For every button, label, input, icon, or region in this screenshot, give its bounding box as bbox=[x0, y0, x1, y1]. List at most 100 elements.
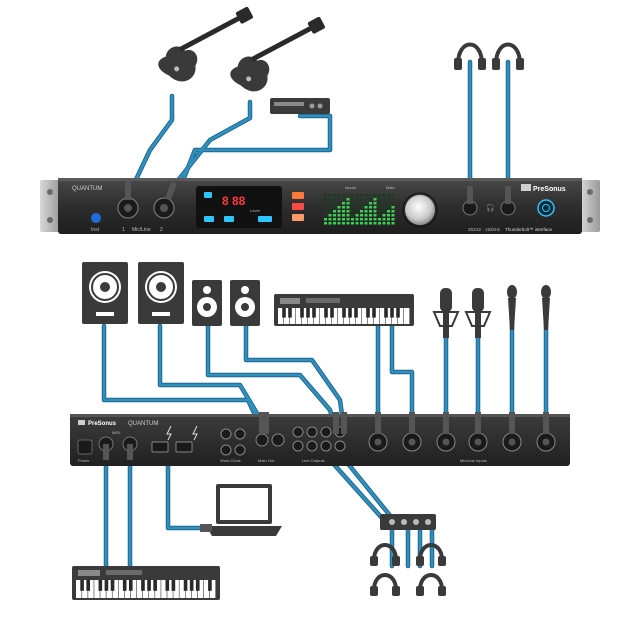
piano-black-key bbox=[171, 580, 176, 591]
meter-segment bbox=[378, 218, 381, 221]
piano-black-key bbox=[183, 580, 188, 591]
studio-monitor-left bbox=[82, 262, 128, 324]
inputs-label: Inputs bbox=[345, 185, 356, 190]
meter-segment bbox=[391, 198, 395, 201]
line-output-jack[interactable] bbox=[292, 426, 304, 438]
meter-segment bbox=[391, 194, 395, 197]
meter-segment bbox=[342, 214, 345, 217]
dynamic-mic-icon bbox=[507, 285, 517, 330]
meter-segment bbox=[328, 222, 332, 225]
piano-key bbox=[179, 580, 185, 598]
meter-segment bbox=[328, 218, 332, 221]
line-output-jack[interactable] bbox=[306, 440, 318, 452]
piano-black-key bbox=[390, 308, 394, 318]
power-button[interactable] bbox=[537, 199, 555, 217]
interface-label: Thunderbolt™ interface bbox=[505, 227, 553, 232]
meter-segment bbox=[369, 210, 372, 213]
line-output-jack[interactable] bbox=[320, 426, 332, 438]
piano-key bbox=[155, 580, 161, 598]
piano-key bbox=[344, 308, 350, 324]
piano-key bbox=[284, 308, 290, 324]
plug-icon bbox=[543, 412, 549, 434]
meter-segment bbox=[337, 214, 341, 217]
meter-segment bbox=[342, 222, 345, 225]
thunderbolt-port-1[interactable] bbox=[151, 441, 169, 453]
display-button[interactable] bbox=[204, 216, 214, 222]
function-button[interactable] bbox=[292, 214, 304, 221]
meter-segment bbox=[328, 202, 332, 205]
meter-segment bbox=[387, 194, 390, 197]
line-output-jack[interactable] bbox=[306, 426, 318, 438]
piano-key bbox=[362, 308, 368, 324]
line-output-jack[interactable] bbox=[320, 440, 332, 452]
word-clock-in[interactable] bbox=[220, 428, 232, 440]
piano-black-key bbox=[195, 580, 200, 591]
word-clock-out[interactable] bbox=[234, 428, 246, 440]
meter-segment bbox=[382, 198, 386, 201]
piano-key bbox=[209, 580, 216, 598]
meter-segment bbox=[360, 202, 363, 205]
line-output-jack[interactable] bbox=[334, 440, 346, 452]
meter-segment bbox=[342, 198, 345, 201]
piano-key bbox=[290, 308, 296, 324]
meter-segment bbox=[360, 198, 363, 201]
piano-black-key bbox=[300, 308, 304, 318]
piano-key bbox=[106, 580, 112, 598]
piano-key bbox=[302, 308, 308, 324]
main-out-left[interactable] bbox=[255, 433, 269, 447]
line-output-jack[interactable] bbox=[292, 440, 304, 452]
combo-input-1[interactable] bbox=[117, 197, 139, 219]
inst-label: Inst bbox=[91, 227, 100, 233]
piano-black-key bbox=[141, 580, 145, 591]
combo-input-2[interactable] bbox=[153, 197, 175, 219]
meter-segment bbox=[328, 194, 332, 197]
ch2-label: 2 bbox=[160, 227, 163, 233]
spdif-port[interactable] bbox=[234, 444, 246, 456]
meter-segment bbox=[333, 198, 336, 201]
display-button[interactable] bbox=[258, 216, 272, 222]
meter-segment bbox=[337, 194, 341, 197]
jack-center bbox=[542, 438, 550, 446]
function-button[interactable] bbox=[292, 192, 304, 199]
meter-segment bbox=[324, 194, 327, 197]
piano-key bbox=[191, 580, 198, 598]
piano-key bbox=[332, 308, 338, 324]
meter-segment bbox=[382, 202, 386, 205]
meter-segment bbox=[355, 206, 359, 209]
piano-black-key bbox=[348, 308, 352, 318]
display-button[interactable] bbox=[224, 216, 234, 222]
level-readout: 8 88 bbox=[222, 194, 246, 208]
meter-segment bbox=[369, 198, 372, 201]
effects-unit-icon bbox=[270, 98, 330, 114]
meter-segment bbox=[382, 214, 386, 217]
meter-segment bbox=[333, 210, 336, 213]
meter-segment bbox=[382, 210, 386, 213]
synth-keyboard-bottom bbox=[72, 566, 220, 600]
main-out-right[interactable] bbox=[271, 433, 285, 447]
meter-segment bbox=[355, 198, 359, 201]
thunderbolt-port-2[interactable] bbox=[175, 441, 193, 453]
meter-segment bbox=[337, 210, 341, 213]
meter-segment bbox=[387, 218, 390, 221]
meter-segment bbox=[346, 194, 350, 197]
mic-line-inputs-label: Mic/Line Inputs bbox=[460, 458, 487, 463]
piano-key bbox=[142, 580, 149, 598]
meter-segment bbox=[382, 222, 386, 225]
meter-segment bbox=[333, 194, 336, 197]
piano-black-key bbox=[384, 308, 388, 318]
piano-black-key bbox=[153, 580, 157, 591]
main-volume-knob[interactable] bbox=[405, 195, 435, 225]
meter-segment bbox=[373, 202, 377, 205]
inst-button[interactable] bbox=[91, 213, 101, 223]
piano-key bbox=[398, 308, 404, 324]
meter-segment bbox=[360, 222, 363, 225]
function-button[interactable] bbox=[292, 203, 304, 210]
meter-segment bbox=[373, 194, 377, 197]
meter-segment bbox=[351, 222, 354, 225]
power-inlet[interactable] bbox=[77, 439, 93, 455]
meter-segment bbox=[346, 222, 350, 225]
meter-segment bbox=[360, 218, 363, 221]
piano-black-key bbox=[372, 308, 376, 318]
spdif-port[interactable] bbox=[220, 444, 232, 456]
meter-segment bbox=[346, 198, 350, 201]
